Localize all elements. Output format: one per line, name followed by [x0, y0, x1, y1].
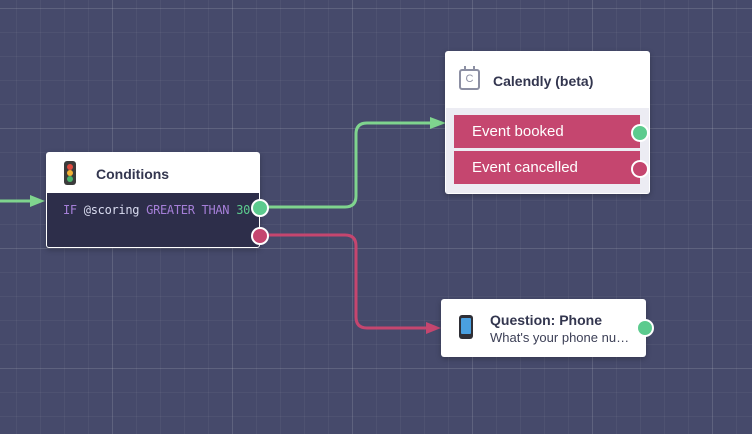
link-condition-false[interactable] — [266, 233, 428, 330]
condition-text: IF @scoring GREATER THAN 30 — [63, 203, 250, 217]
condition-operator: GREATER THAN — [146, 203, 230, 217]
option-event-cancelled[interactable]: Event cancelled — [454, 151, 640, 184]
event-booked-port[interactable] — [631, 124, 649, 142]
incoming-link-arrow — [30, 195, 45, 207]
calendly-options: Event booked Event cancelled — [446, 108, 649, 193]
link-condition-true[interactable] — [266, 121, 432, 209]
question-node-subtitle: What's your phone number? — [490, 330, 635, 345]
question-node-title: Question: Phone — [490, 312, 602, 328]
conditions-node-title: Conditions — [96, 166, 170, 182]
calendar-icon: C — [459, 66, 480, 90]
calendar-icon-letter: C — [465, 73, 474, 85]
calendly-node[interactable]: C Calendly (beta) Event booked Event can… — [445, 51, 650, 194]
condition-false-port[interactable] — [251, 227, 269, 245]
mobile-phone-icon — [459, 315, 473, 339]
condition-true-port[interactable] — [251, 199, 269, 217]
conditions-node-header[interactable]: Conditions — [46, 152, 260, 193]
calendly-node-title: Calendly (beta) — [493, 73, 594, 89]
link-condition-true-arrow — [430, 117, 446, 129]
condition-keyword-if: IF — [63, 203, 77, 217]
conditions-node[interactable]: Conditions IF @scoring GREATER THAN 30 — [46, 152, 269, 248]
question-output-port[interactable] — [636, 319, 654, 337]
condition-value: 30 — [236, 203, 251, 217]
condition-expression[interactable]: IF @scoring GREATER THAN 30 — [47, 193, 259, 247]
condition-variable: @scoring — [83, 203, 140, 217]
link-condition-false-arrow — [426, 322, 441, 334]
event-cancelled-port[interactable] — [631, 160, 649, 178]
option-event-booked[interactable]: Event booked — [454, 115, 640, 148]
question-phone-node[interactable]: Question: Phone What's your phone number… — [441, 299, 654, 357]
traffic-light-icon — [64, 161, 76, 185]
